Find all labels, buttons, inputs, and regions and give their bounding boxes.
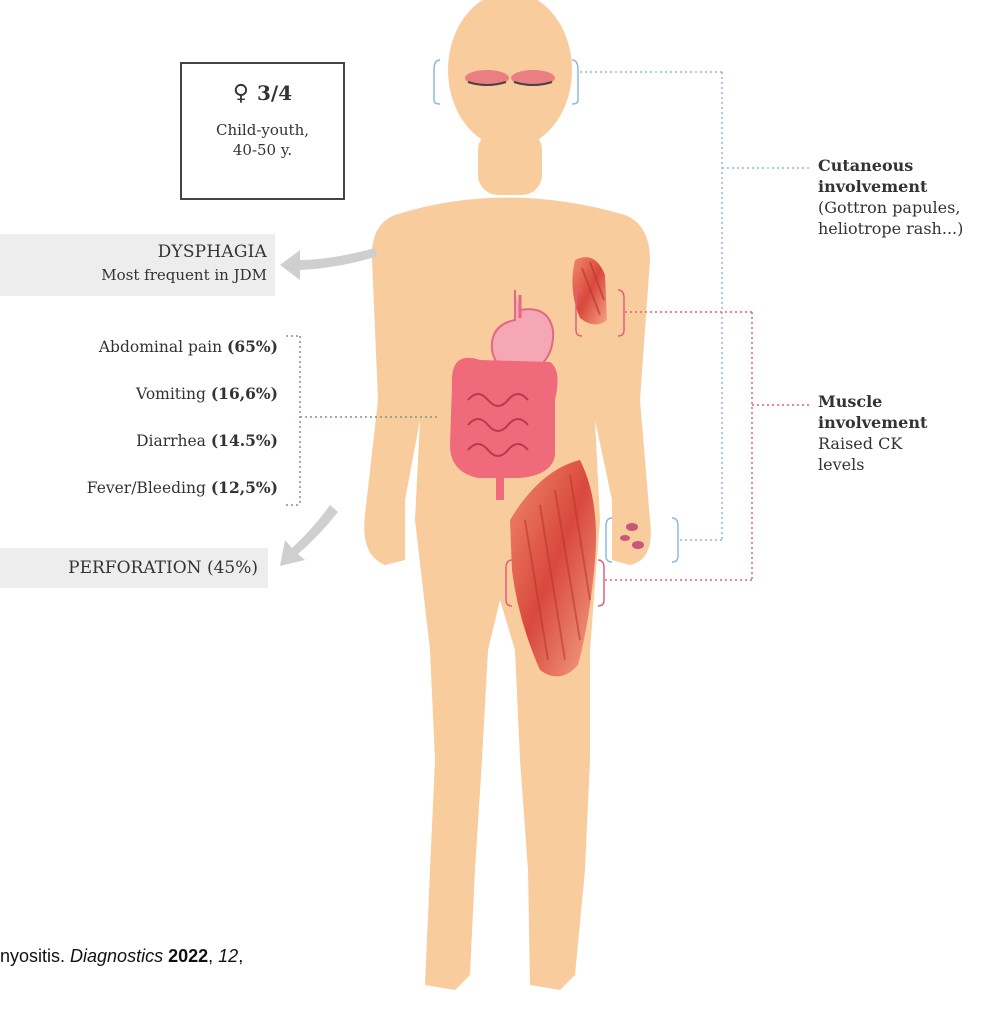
- symptom-item: Abdominal pain (65%): [20, 336, 278, 383]
- muscle-label: Muscle involvement Raised CK levels: [818, 391, 927, 475]
- symptom-item: Vomiting (16,6%): [20, 383, 278, 430]
- female-body-silhouette: [364, 0, 651, 990]
- cutaneous-label: Cutaneous involvement (Gottron papules, …: [818, 155, 963, 239]
- dysphagia-subtitle: Most frequent in JDM: [0, 266, 267, 284]
- demographics-box: ♀ 3/4 Child-youth, 40-50 y.: [180, 62, 345, 200]
- citation-fragment: nyositis. Diagnostics 2022, 12,: [0, 946, 243, 967]
- female-symbol-icon: ♀: [233, 80, 249, 106]
- age-line-1: Child-youth,: [182, 120, 343, 140]
- symptom-item: Fever/Bleeding (12,5%): [20, 477, 278, 524]
- perforation-arrow: [280, 505, 338, 566]
- age-line-2: 40-50 y.: [182, 140, 343, 160]
- dysphagia-arrow: [280, 248, 378, 280]
- gi-symptom-list: Abdominal pain (65%) Vomiting (16,6%) Di…: [20, 336, 278, 524]
- dysphagia-title: DYSPHAGIA: [0, 242, 267, 262]
- perforation-banner: PERFORATION (45%): [0, 548, 268, 588]
- symptom-item: Diarrhea (14.5%): [20, 430, 278, 477]
- sex-ratio: 3/4: [257, 81, 292, 105]
- dysphagia-banner: DYSPHAGIA Most frequent in JDM: [0, 234, 275, 296]
